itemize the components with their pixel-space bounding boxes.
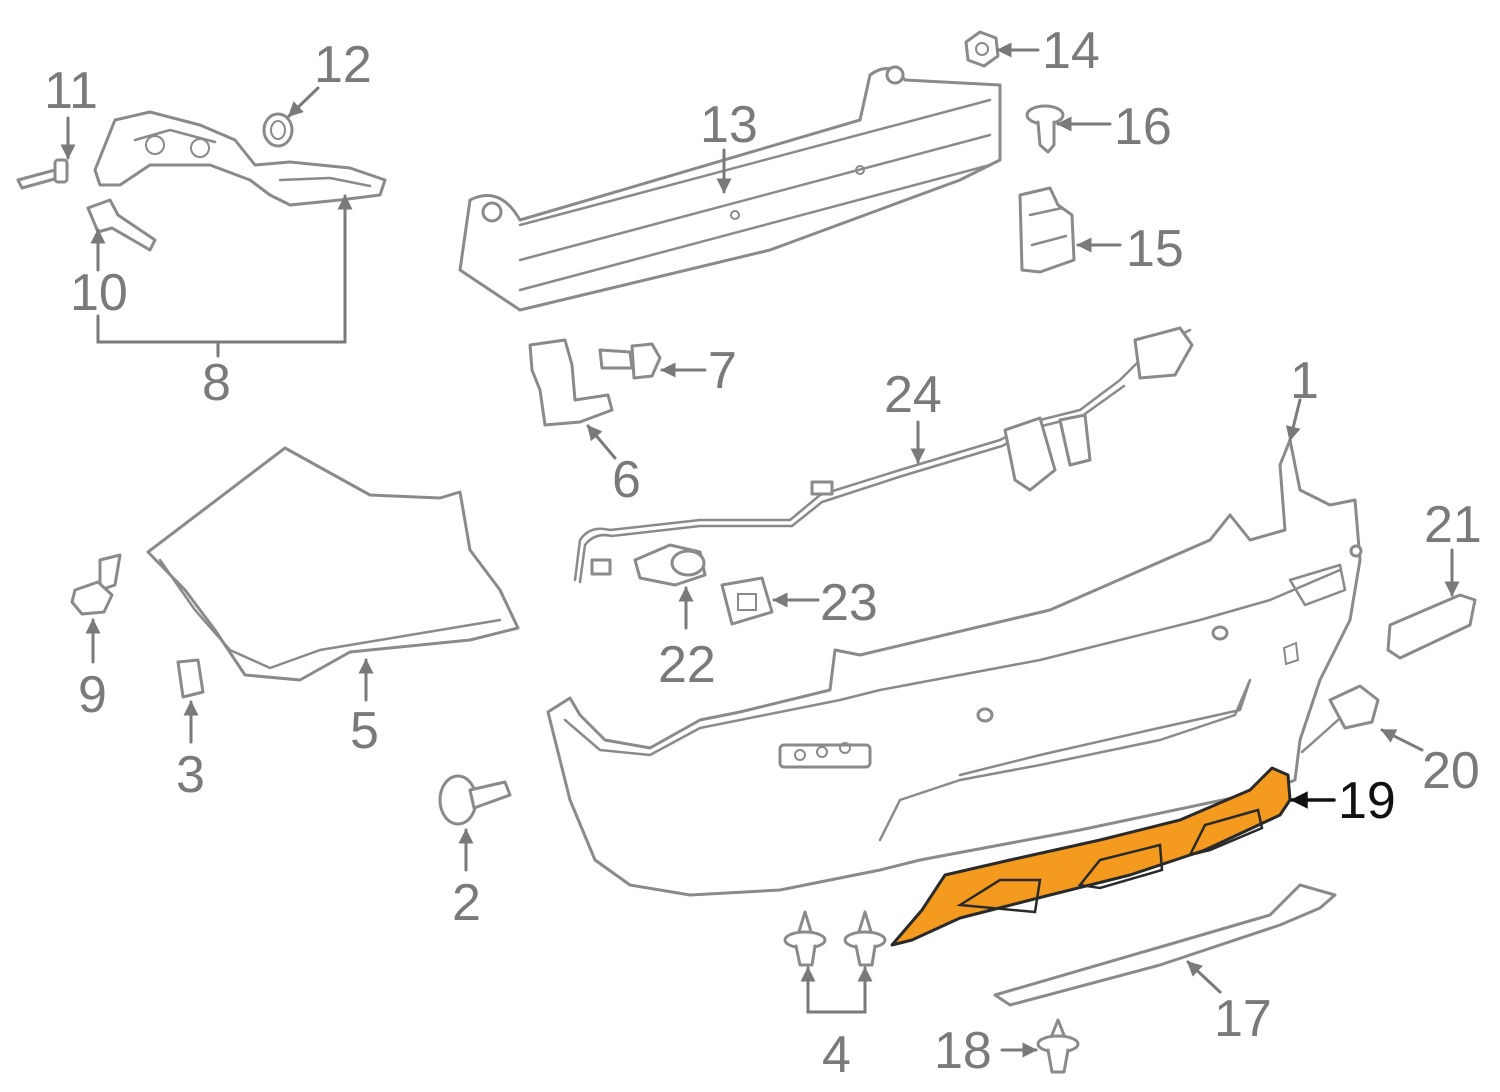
part-23-sensor-bracket[interactable] xyxy=(720,576,774,626)
callout-11[interactable]: 11 xyxy=(44,62,98,120)
callout-3[interactable]: 3 xyxy=(176,746,205,804)
callout-23[interactable]: 23 xyxy=(820,574,878,632)
callout-22[interactable]: 22 xyxy=(658,636,716,694)
part-4-push-pins[interactable] xyxy=(783,910,887,967)
part-20-tow-cover[interactable] xyxy=(1300,684,1380,754)
part-16-push-pin[interactable] xyxy=(1025,104,1065,154)
leader-lines xyxy=(60,42,1460,1058)
callout-15[interactable]: 15 xyxy=(1126,220,1184,278)
part-7-bolt[interactable] xyxy=(598,342,662,380)
part-3-clip[interactable] xyxy=(176,658,205,699)
callout-19[interactable]: 19 xyxy=(1338,772,1396,830)
part-9-bolt[interactable] xyxy=(70,553,122,616)
callout-21[interactable]: 21 xyxy=(1424,496,1482,554)
part-1-bumper-cover[interactable] xyxy=(546,438,1363,897)
part-19-lower-valance[interactable] xyxy=(890,766,1292,947)
callout-16[interactable]: 16 xyxy=(1114,98,1172,156)
callout-1[interactable]: 1 xyxy=(1290,352,1319,410)
part-18-push-pin[interactable] xyxy=(1036,1018,1080,1074)
callout-20[interactable]: 20 xyxy=(1422,742,1480,800)
part-11-rivet[interactable] xyxy=(16,158,69,190)
part-2-push-pin[interactable] xyxy=(438,774,512,826)
part-21-reflector[interactable] xyxy=(1386,593,1477,660)
callout-14[interactable]: 14 xyxy=(1042,22,1100,80)
part-17-lower-strip[interactable] xyxy=(993,883,1337,1007)
callout-4[interactable]: 4 xyxy=(822,1026,851,1084)
part-6-bracket[interactable] xyxy=(528,338,614,427)
part-22-park-sensor[interactable] xyxy=(633,543,707,587)
callout-labels: 1 2 3 4 5 6 7 8 9 10 11 12 13 14 15 16 1… xyxy=(44,22,1482,1084)
part-14-nut[interactable] xyxy=(964,30,1000,68)
part-15-bracket[interactable] xyxy=(1018,186,1076,274)
callout-7[interactable]: 7 xyxy=(708,342,737,400)
callout-8[interactable]: 8 xyxy=(202,354,231,412)
callout-17[interactable]: 17 xyxy=(1214,990,1272,1048)
callout-18[interactable]: 18 xyxy=(934,1022,992,1080)
callout-2[interactable]: 2 xyxy=(452,874,481,932)
callout-6[interactable]: 6 xyxy=(612,451,641,509)
callout-12[interactable]: 12 xyxy=(314,36,372,94)
part-12-grommet[interactable] xyxy=(262,112,294,148)
callout-5[interactable]: 5 xyxy=(350,702,379,760)
part-5-side-cover[interactable] xyxy=(146,446,520,682)
part-8-side-bracket[interactable] xyxy=(93,110,387,207)
callout-10[interactable]: 10 xyxy=(70,264,128,322)
callout-24[interactable]: 24 xyxy=(884,366,942,424)
part-24-wiring-harness[interactable] xyxy=(573,326,1194,584)
callout-9[interactable]: 9 xyxy=(78,666,107,724)
callout-13[interactable]: 13 xyxy=(700,96,758,154)
